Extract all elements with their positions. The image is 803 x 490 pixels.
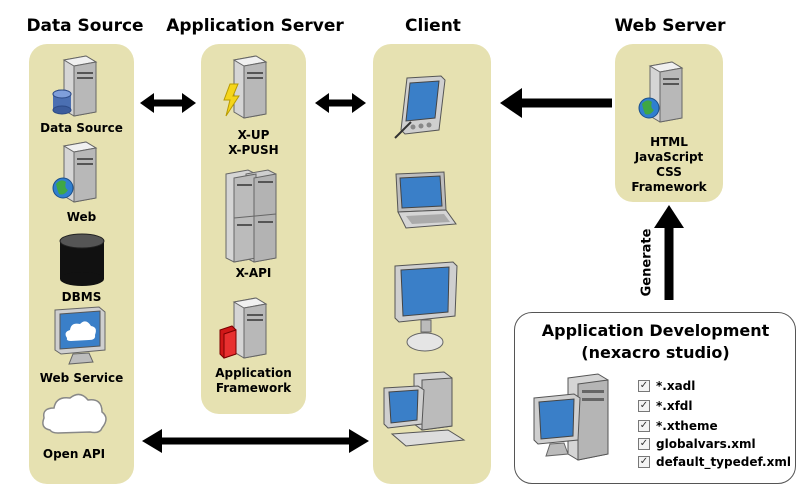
file-item: ✓ *.xadl <box>638 379 695 393</box>
file-item: ✓ globalvars.xml <box>638 437 756 451</box>
file-item: ✓ *.xfdl <box>638 399 693 413</box>
css-label: CSS <box>656 165 682 179</box>
file-item: ✓ *.xtheme <box>638 419 718 433</box>
client-title: Client <box>405 16 461 36</box>
web-server-title: Web Server <box>614 16 726 36</box>
database-server-icon <box>52 55 98 117</box>
checkbox-checked-icon: ✓ <box>638 420 650 432</box>
file-item-label: globalvars.xml <box>656 437 756 451</box>
web-server-icon <box>638 61 684 123</box>
application-label: Application <box>215 366 292 380</box>
x-push-label: X-PUSH <box>228 143 279 157</box>
html-label: HTML <box>650 135 688 149</box>
data-source-item-label: DBMS <box>61 290 102 304</box>
framework-server-icon <box>219 297 268 359</box>
web-server-globe-icon <box>52 141 98 203</box>
web-framework-label: Framework <box>631 180 707 194</box>
pda-icon <box>394 75 446 139</box>
application-server-title: Application Server <box>166 16 344 36</box>
checkbox-checked-icon: ✓ <box>638 380 650 392</box>
data-source-item-label: Open API <box>42 447 106 461</box>
desktop-monitor-icon <box>394 261 458 352</box>
data-source-title: Data Source <box>26 16 144 36</box>
data-source-item-label: Data Source <box>40 121 123 135</box>
workstation-icon <box>533 373 609 461</box>
nexacro-studio-title: (nexacro studio) <box>581 343 730 362</box>
file-item: ✓ default_typedef.xml <box>638 455 791 469</box>
file-item-label: *.xadl <box>656 379 696 393</box>
desktop-pc-icon <box>383 371 466 447</box>
checkbox-checked-icon: ✓ <box>638 400 650 412</box>
file-item-label: *.xtheme <box>656 419 718 433</box>
open-api-cloud-icon <box>42 393 107 434</box>
x-up-label: X-UP <box>237 128 270 142</box>
framework-label: Framework <box>215 381 292 395</box>
file-item-label: default_typedef.xml <box>656 455 791 469</box>
x-api-label: X-API <box>235 266 272 280</box>
laptop-icon <box>395 171 457 229</box>
javascript-label: JavaScript <box>634 150 704 164</box>
data-source-item-label: Web <box>66 210 97 224</box>
server-cluster-icon <box>225 169 277 263</box>
generate-label: Generate <box>639 228 655 297</box>
application-development-title: Application Development <box>541 321 770 340</box>
dbms-cylinder-icon <box>59 233 105 286</box>
file-item-label: *.xfdl <box>656 399 693 413</box>
checkbox-checked-icon: ✓ <box>638 438 650 450</box>
checkbox-checked-icon: ✓ <box>638 456 650 468</box>
data-source-item-label: Web Service <box>39 371 124 385</box>
web-service-monitor-icon <box>54 306 106 365</box>
lightning-server-icon <box>223 55 268 119</box>
